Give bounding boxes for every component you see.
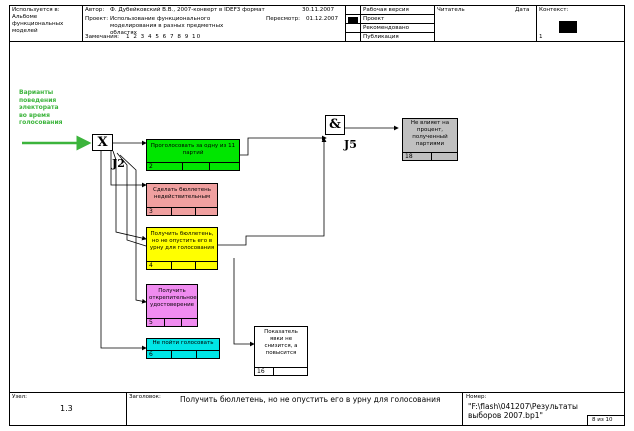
process-box-text: Проголосовать за одну из 11 партий: [150, 143, 236, 156]
header-divider: [536, 5, 537, 41]
footer-divider: [431, 153, 432, 160]
process-box-text: Получить бюллетень, но не опустить его в…: [149, 231, 215, 251]
used-in-label: Используется в:: [12, 7, 60, 13]
notes-numbers: 1 2 3 4 5 6 7 8 9 10: [126, 34, 202, 40]
footer-top-line: [9, 392, 625, 393]
process-box-footer: 3: [147, 207, 217, 215]
context-label: Контекст:: [539, 7, 569, 13]
footer-divider: [462, 392, 463, 426]
footer-divider: [171, 208, 172, 215]
context-node-box: [559, 21, 577, 33]
footer-divider: [195, 208, 196, 215]
node-label: Узел:: [12, 394, 28, 400]
junction-and-label: J5: [344, 138, 357, 151]
reference-box-no-effect-on-percent[interactable]: Не влияет на процент, полученный партиям…: [402, 118, 458, 161]
process-box-invalidate-ballot[interactable]: Сделать бюллетень недействительным 3: [146, 183, 218, 216]
process-box-text: Сделать бюллетень недействительным: [153, 187, 211, 200]
footer-divider: [587, 415, 588, 426]
footer-divider: [164, 319, 165, 326]
reference-box-text: Не влияет на процент, полученный партиям…: [410, 120, 450, 147]
footer-divider: [196, 351, 197, 358]
process-box-number: 4: [149, 262, 153, 269]
process-box-footer: 2: [147, 162, 239, 170]
junction-and[interactable]: &: [325, 115, 345, 135]
author-value: Ф. Дубейковский В.В., 2007-конверт в IDE…: [110, 7, 265, 13]
footer-divider: [126, 392, 127, 426]
process-box-number: 6: [149, 351, 153, 358]
context-page: 1: [539, 34, 543, 40]
process-box-number: 2: [149, 163, 153, 170]
status-working: Рабочая версия: [363, 7, 409, 13]
process-box-text: Получить открепительное удостоверение: [149, 288, 197, 308]
title-label: Заголовок:: [129, 394, 161, 400]
process-box-do-not-vote[interactable]: Не пойти голосовать 6: [146, 338, 220, 359]
header-divider: [345, 14, 434, 15]
reference-box-number: 16: [257, 368, 265, 375]
footer-divider: [181, 319, 182, 326]
status-publication: Публикация: [363, 34, 399, 40]
process-box-vote-for-party[interactable]: Проголосовать за одну из 11 партий 2: [146, 139, 240, 171]
author-label: Автор:: [85, 7, 105, 13]
reference-box-text: Показатель явки не снизится, а повысится: [264, 329, 298, 356]
junction-xor-label: J2: [112, 157, 125, 170]
footer-divider: [195, 262, 196, 269]
footer-divider: [273, 368, 274, 375]
process-box-footer: 5: [147, 318, 197, 326]
revision-label: Пересмотр:: [266, 16, 301, 22]
header-divider: [434, 5, 435, 41]
process-box-absentee-certificate[interactable]: Получить открепительное удостоверение 5: [146, 284, 198, 327]
file-path: "F:\flash\041207\Результаты выборов 2007…: [468, 402, 578, 420]
reference-box-footer: 16: [255, 367, 307, 375]
date-created: 30.11.2007: [302, 7, 335, 13]
variants-note: Варианты поведения электората во время г…: [19, 89, 63, 126]
node-value: 1.3: [60, 404, 73, 413]
header-divider: [82, 5, 83, 41]
footer-divider: [209, 163, 210, 170]
process-box-footer: 6: [147, 350, 219, 358]
footer-divider: [182, 163, 183, 170]
process-box-footer: 4: [147, 261, 217, 269]
process-box-text: Не пойти голосовать: [152, 340, 214, 346]
header-divider: [345, 23, 434, 24]
footer-divider: [587, 415, 625, 416]
process-box-number: 5: [149, 319, 153, 326]
date-label: Дата: [515, 7, 530, 13]
used-in-value: Альбоме функциональных моделей: [12, 14, 64, 34]
number-label: Номер:: [466, 394, 487, 400]
reference-box-number: 18: [405, 153, 413, 160]
header-divider: [345, 32, 434, 33]
footer-divider: [171, 262, 172, 269]
project-label: Проект:: [85, 16, 109, 22]
reference-box-turnout-increase[interactable]: Показатель явки не снизится, а повысится…: [254, 326, 308, 376]
notes-label: Замечания:: [85, 34, 119, 40]
header-bottom-line: [9, 41, 625, 42]
process-box-keep-ballot[interactable]: Получить бюллетень, но не опустить его в…: [146, 227, 218, 270]
reference-box-footer: 18: [403, 152, 457, 160]
diagram-frame: [9, 5, 625, 426]
status-marker: [348, 17, 358, 23]
status-project: Проект: [363, 16, 385, 22]
page-indicator: 8 из 10: [592, 417, 613, 423]
footer-divider: [171, 351, 172, 358]
process-box-number: 3: [149, 208, 153, 215]
project-value: Использование функционального моделирова…: [110, 16, 224, 36]
status-recommended: Рекомендовано: [363, 25, 410, 31]
diagram-title: Получить бюллетень, но не опустить его в…: [180, 395, 441, 404]
revision-date: 01.12.2007: [306, 16, 339, 22]
reader-label: Читатель: [437, 7, 465, 13]
junction-xor[interactable]: X: [92, 134, 113, 151]
